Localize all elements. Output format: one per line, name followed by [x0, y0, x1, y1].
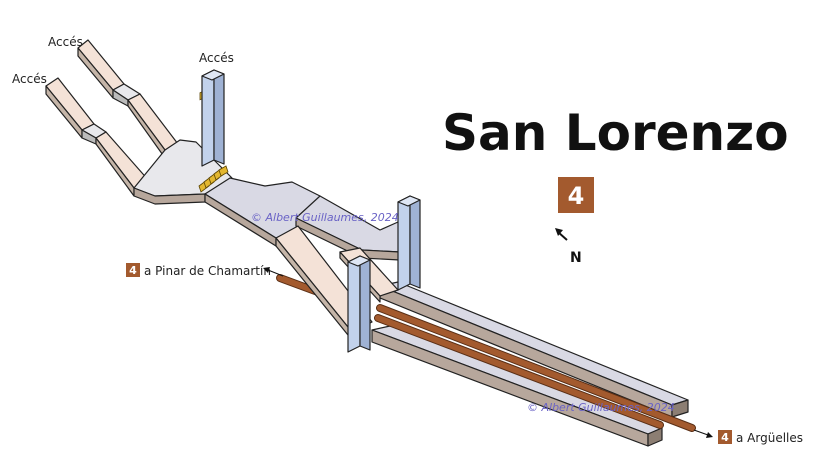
- watermark-center: © Albert Guillaumes, 2024: [251, 211, 399, 224]
- lift-front-cap: [347, 255, 371, 267]
- direction-west-line: 4: [129, 264, 137, 277]
- north-arrow: N: [555, 228, 582, 266]
- north-label: N: [570, 250, 582, 266]
- track-south: [375, 315, 663, 428]
- lift-right-side: [409, 195, 421, 289]
- direction-west-badge: [126, 263, 140, 277]
- lifts: [201, 69, 421, 353]
- north-arrow-head: [555, 228, 563, 236]
- entrance-label-top: Accés: [48, 35, 83, 49]
- watermark-bottom: © Albert Guillaumes, 2024: [527, 401, 675, 414]
- lift-right-face: [397, 195, 411, 291]
- line-badge-number: 4: [568, 182, 585, 210]
- track-north: [377, 305, 695, 431]
- station-title: San Lorenzo: [442, 104, 789, 162]
- direction-east-line: 4: [721, 431, 729, 444]
- lift-top-face: [201, 69, 215, 167]
- direction-west-text: a Pinar de Chamartín: [144, 264, 271, 278]
- platform-north-end: [671, 399, 689, 418]
- lift-right-cap: [397, 195, 421, 207]
- gate-6: [218, 165, 229, 177]
- direction-west: 4 a Pinar de Chamartín: [126, 263, 284, 278]
- direction-east-arrow: [693, 429, 709, 436]
- direction-east-text: a Argüelles: [736, 431, 803, 445]
- lift-front-face: [347, 255, 361, 353]
- lift-front-side: [359, 255, 371, 351]
- entrance-label-lift: Accés: [199, 51, 234, 65]
- direction-east: 4 a Argüelles: [693, 429, 803, 445]
- direction-east-arrowhead: [706, 432, 713, 438]
- lift-top-cap: [201, 69, 225, 81]
- line-badge: [558, 177, 594, 213]
- direction-west-arrow: [267, 269, 284, 277]
- direction-west-arrowhead: [263, 267, 270, 273]
- lift-top-side: [213, 69, 225, 165]
- direction-east-badge: [718, 430, 732, 444]
- platform-south-end: [647, 427, 663, 447]
- entrance-label-left: Accés: [12, 72, 47, 86]
- platforms: [371, 281, 689, 447]
- entrance-corridors: [45, 39, 179, 197]
